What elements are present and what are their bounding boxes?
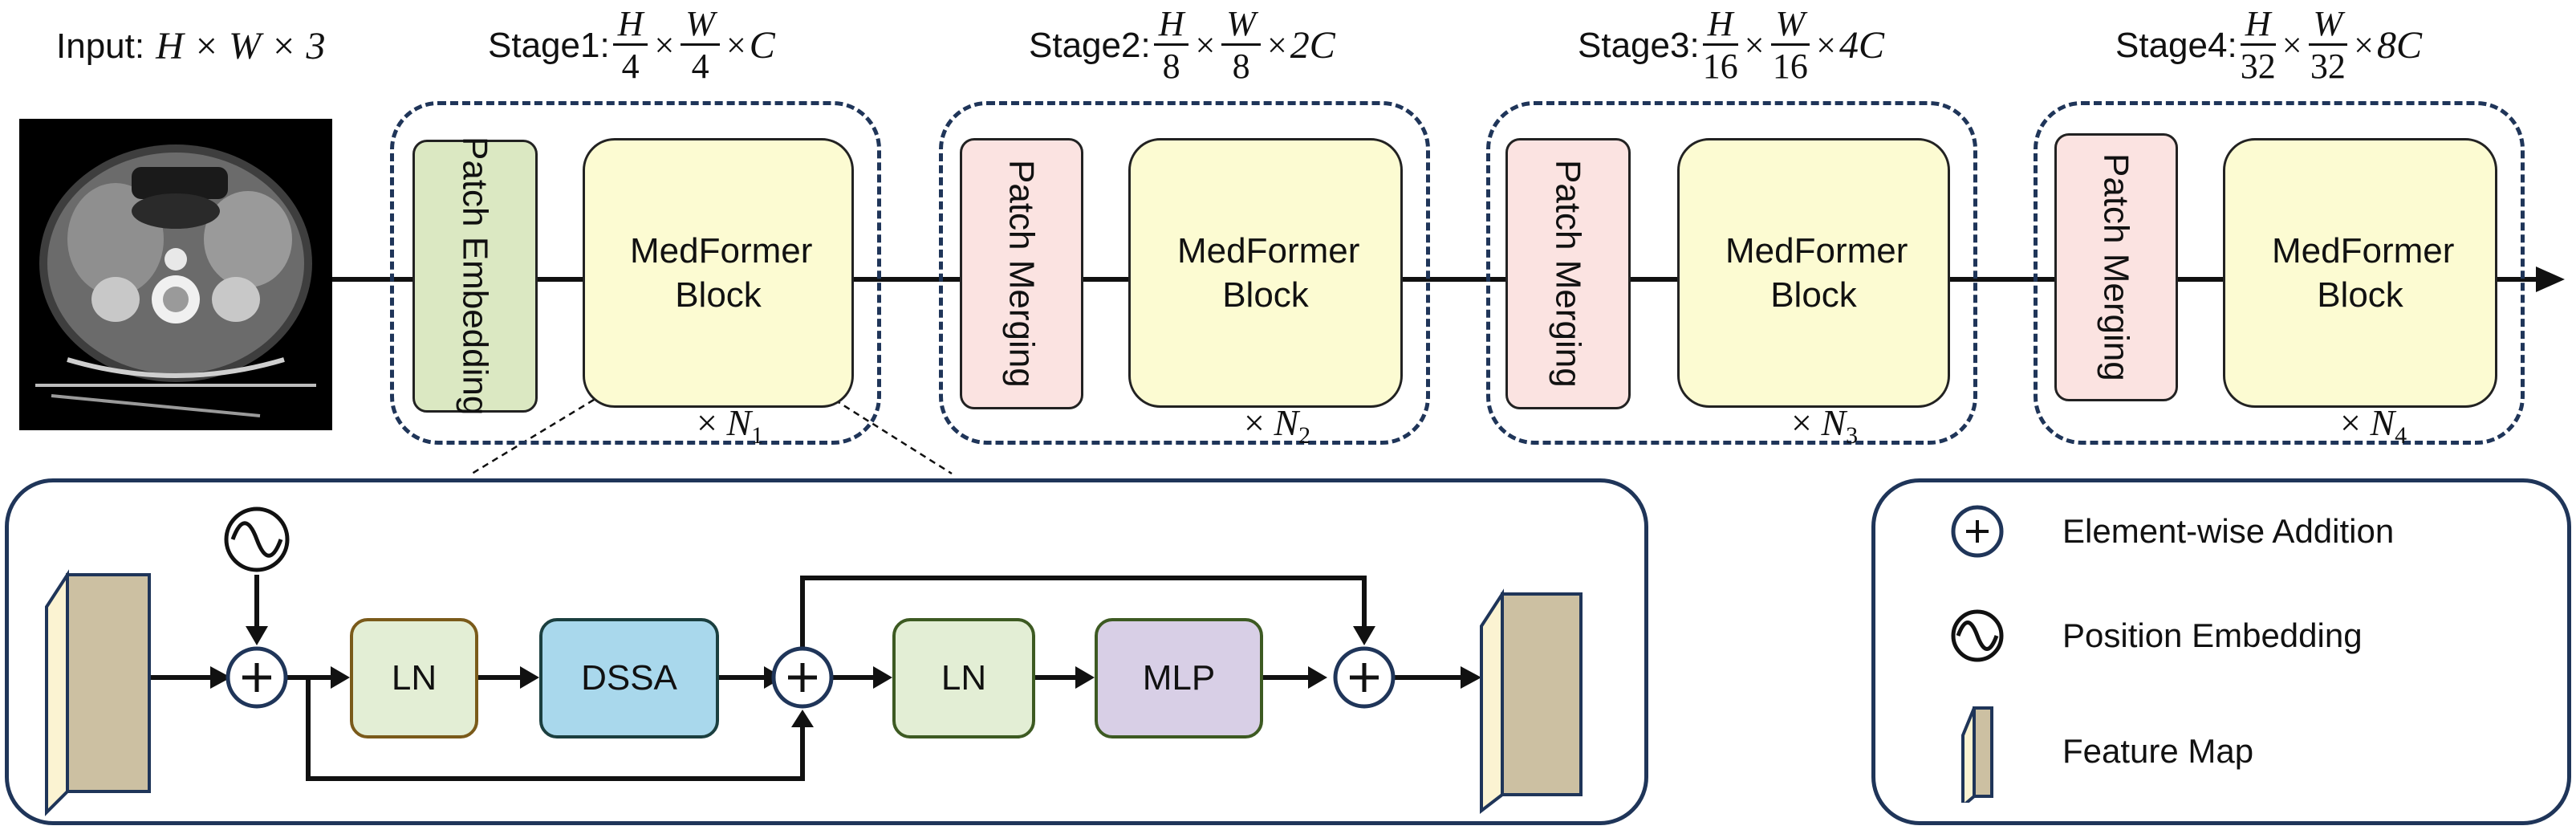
input-ct-image: [19, 119, 332, 430]
stage1-label: Stage1:: [488, 25, 610, 65]
legend-icons: [1951, 505, 2004, 803]
stage2-label: Stage2:: [1029, 25, 1151, 65]
stage4-container: [2034, 101, 2525, 445]
input-feature-map: [45, 569, 151, 816]
stage4-label: Stage4:: [2115, 25, 2237, 65]
stage2-patch-merging: Patch Merging: [960, 138, 1083, 409]
stage3-label: Stage3:: [1578, 25, 1700, 65]
stage4-repeat: × N4: [2340, 402, 2407, 450]
detail-connectors: [45, 507, 1583, 816]
add-node-3: [1333, 646, 1396, 709]
stage3-channels: 4C: [1839, 24, 1885, 67]
dssa-block: DSSA: [539, 618, 719, 738]
legend-position-embedding-icon: [1951, 609, 2004, 662]
stage2-channels: 2C: [1290, 24, 1335, 67]
ln-block-2: LN: [892, 618, 1035, 738]
stage4-medformer-block: MedFormer Block: [2223, 138, 2497, 408]
stage4-patch-merging: Patch Merging: [2054, 133, 2178, 401]
legend-panel: [1871, 478, 2571, 825]
stage3-patch-merging: Patch Merging: [1505, 138, 1631, 409]
legend-feature-map: Feature Map: [2062, 732, 2254, 770]
stage1-patch-embedding: Patch Embedding: [412, 136, 538, 416]
stage1-repeat: × N1: [697, 402, 764, 450]
position-embedding-icon: [224, 507, 290, 572]
stage1-container: [390, 101, 881, 445]
stage2-medformer-block: MedFormer Block: [1128, 138, 1403, 408]
legend-position-embedding: Position Embedding: [2062, 616, 2363, 654]
stage2-repeat: × N2: [1244, 402, 1311, 450]
legend-element-wise-addition: Element-wise Addition: [2062, 512, 2395, 550]
stage2-container: [939, 101, 1430, 445]
stage3-repeat: × N3: [1791, 402, 1859, 450]
ln-block-1: LN: [350, 618, 478, 738]
add-node-1: [226, 646, 288, 709]
legend-add-icon: [1951, 505, 2004, 558]
medformer-detail-panel: [5, 478, 1648, 825]
stage1-medformer-block: MedFormer Block: [583, 138, 854, 408]
output-feature-map: [1480, 588, 1583, 815]
add-node-2: [771, 646, 834, 709]
stage3-container: [1486, 101, 1977, 445]
input-label: Input:: [56, 26, 145, 66]
stage3-medformer-block: MedFormer Block: [1677, 138, 1950, 408]
stage1-channels: C: [749, 24, 775, 67]
mlp-block: MLP: [1095, 618, 1263, 738]
input-shape: H × W × 3: [156, 25, 326, 67]
input-header: Input: H × W × 3: [56, 24, 326, 68]
legend-feature-map-icon: [1961, 706, 1993, 803]
stage4-channels: 8C: [2377, 24, 2423, 67]
